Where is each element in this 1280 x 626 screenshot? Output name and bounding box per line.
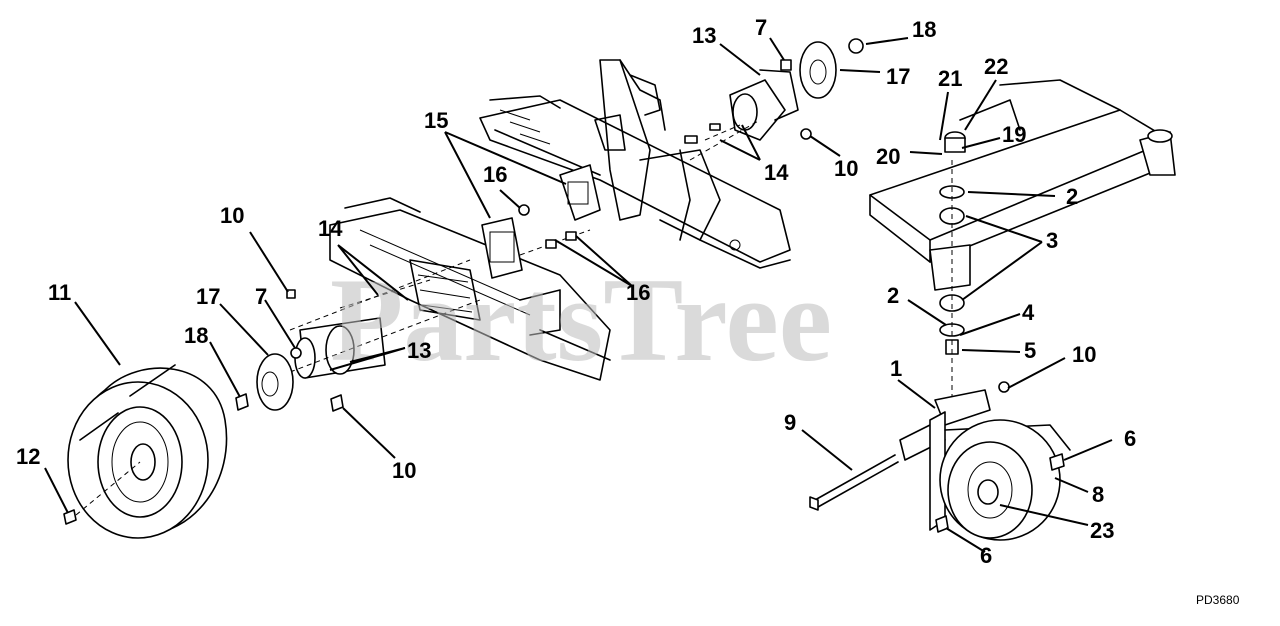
drawing-code: PD3680: [1196, 593, 1240, 607]
callout-13-mid: 13: [407, 338, 431, 363]
callout-23: 23: [1090, 518, 1114, 543]
caster-nuts: [935, 381, 1065, 533]
callout-5: 5: [1024, 338, 1036, 363]
callout-8: 8: [1092, 482, 1104, 507]
callout-3: 3: [1046, 228, 1058, 253]
callout-15: 15: [424, 108, 448, 133]
left-hub: [256, 353, 294, 411]
left-axle-assembly: [289, 229, 591, 379]
callout-1: 1: [890, 356, 902, 381]
mount-plate-right: [559, 164, 601, 221]
callout-6-bottom: 6: [980, 543, 992, 568]
callout-16-top: 16: [483, 162, 507, 187]
callout-21: 21: [938, 66, 962, 91]
callout-4: 4: [1022, 300, 1035, 325]
callout-10-top: 10: [834, 156, 858, 181]
left-wheel-bolt: [63, 461, 141, 525]
callout-17-left: 17: [196, 284, 220, 309]
lower-frame-rail: [329, 197, 611, 381]
caster-pivot-stack: [929, 131, 971, 400]
callout-9: 9: [784, 410, 796, 435]
callout-7-left: 7: [255, 284, 267, 309]
caster-axle-bolt: [809, 454, 899, 511]
upper-frame-rail: [479, 95, 791, 269]
callout-20: 20: [876, 144, 900, 169]
callout-10-bottom: 10: [392, 458, 416, 483]
callout-7-top: 7: [755, 15, 767, 40]
caster-fork: [899, 389, 1071, 531]
callout-numbers: 13 7 18 17 21 22 19 20 10 14 15 16 2 3 1…: [16, 15, 1136, 568]
callout-13-top: 13: [692, 23, 716, 48]
caster-wheel: [939, 419, 1061, 541]
callout-2-top: 2: [1066, 184, 1078, 209]
left-wheel: [67, 364, 228, 539]
callout-12: 12: [16, 444, 40, 469]
callout-6-top: 6: [1124, 426, 1136, 451]
hardware-bits: [235, 123, 721, 412]
callout-2-mid: 2: [887, 283, 899, 308]
callout-10-left: 10: [220, 203, 244, 228]
callout-19: 19: [1002, 122, 1026, 147]
callout-14-top: 14: [764, 160, 789, 185]
callout-11: 11: [48, 280, 71, 305]
watermark: PartsTree: [330, 253, 832, 386]
callout-16-mid: 16: [626, 280, 650, 305]
caster-mount-frame: [869, 79, 1176, 263]
callout-14-left: 14: [318, 216, 343, 241]
right-hub: [780, 38, 864, 140]
mount-plate-left: [481, 217, 523, 279]
callout-18-left: 18: [184, 323, 208, 348]
upper-bracket: [594, 59, 666, 221]
right-axle-assembly: [689, 69, 799, 161]
callout-22: 22: [984, 54, 1008, 79]
callout-17-top: 17: [886, 64, 910, 89]
callout-18-top: 18: [912, 17, 936, 42]
callout-10-right: 10: [1072, 342, 1096, 367]
leader-lines: [44, 37, 1113, 553]
